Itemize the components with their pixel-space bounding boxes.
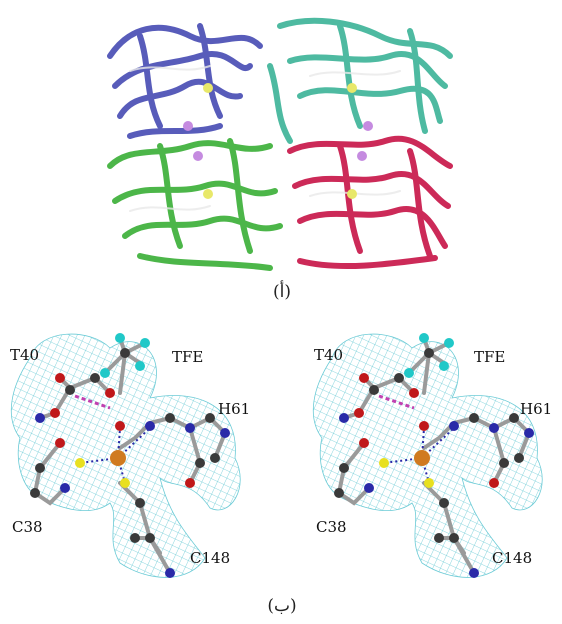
label-tfe: TFE — [474, 348, 505, 366]
label-c148: C148 — [190, 549, 230, 567]
electron-density-mesh — [10, 333, 241, 578]
label-c148: C148 — [492, 549, 532, 567]
atoms — [30, 333, 230, 578]
panel-a-caption: (أ) — [272, 282, 291, 302]
label-t40: T40 — [10, 346, 39, 364]
density-view-left-svg: T40 TFE H61 C38 C148 — [10, 333, 250, 578]
chain-teal — [267, 17, 453, 144]
protein-ribbon-figure — [100, 6, 462, 278]
label-c38: C38 — [316, 518, 347, 536]
hydrogen-bond — [378, 394, 415, 410]
metal-sites — [183, 83, 373, 199]
stereo-view-right: T40 TFE H61 C38 C148 — [302, 318, 562, 588]
chain-red — [287, 135, 453, 269]
chain-blue — [107, 23, 263, 139]
label-c38: C38 — [12, 518, 43, 536]
hydrogen-bond — [74, 394, 111, 410]
atoms — [334, 333, 534, 578]
density-view-right-svg: T40 TFE H61 C38 C148 — [312, 333, 552, 578]
label-t40: T40 — [314, 346, 343, 364]
protein-ribbon-svg — [107, 17, 453, 271]
stereo-view-left: T40 TFE H61 C38 C148 — [0, 318, 260, 588]
label-h61: H61 — [218, 400, 250, 418]
label-h61: H61 — [520, 400, 552, 418]
panel-b-caption: (ب) — [267, 596, 297, 616]
chain-green — [107, 138, 283, 271]
label-tfe: TFE — [172, 348, 203, 366]
